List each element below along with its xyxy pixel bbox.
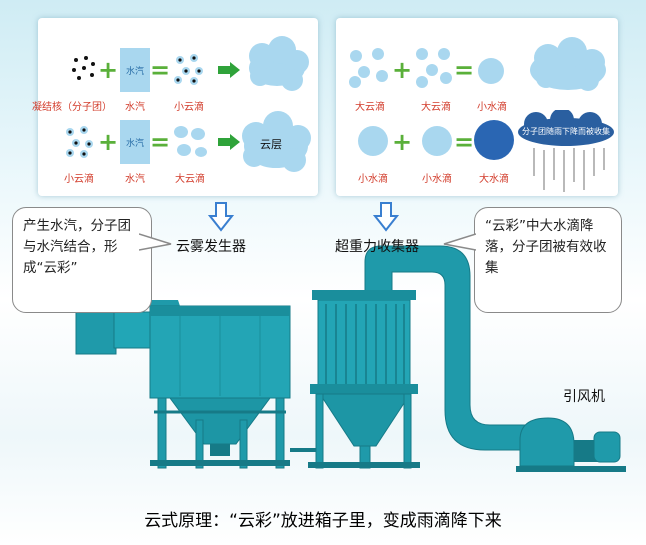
- left-callout: 产生水汽，分子团与水汽结合，形成“云彩”: [12, 207, 152, 313]
- right-callout-text: “云彩”中大水滴降落，分子团被有效收集: [485, 218, 607, 276]
- label-small-cloud-drop: 小云滴: [64, 174, 94, 185]
- green-arrow-icon: [218, 62, 240, 78]
- super-gravity-collector: [308, 290, 420, 469]
- small-cloud-drops-icon: [66, 126, 93, 158]
- label-small-water-drop: 小水滴: [477, 102, 507, 113]
- plus-sign: +: [391, 128, 413, 156]
- small-water-drop-icon: [422, 126, 452, 156]
- induced-draft-fan: [516, 417, 626, 472]
- fan-label: 引风机: [563, 389, 605, 405]
- raining-cloud-icon: [518, 110, 614, 192]
- equals-sign: =: [149, 56, 171, 84]
- caption: 云式原理：“云彩”放进箱子里，变成雨滴降下来: [144, 511, 502, 531]
- label-small-water-drop: 小水滴: [422, 174, 452, 185]
- label-nuclei: 凝结核（分子团）: [32, 102, 112, 113]
- label-large-cloud-drop: 大云滴: [421, 102, 451, 113]
- rain-cloud-icon: [530, 37, 606, 91]
- plus-sign: +: [97, 56, 119, 84]
- equals-sign: =: [453, 56, 475, 84]
- label-big-water-drop: 大水滴: [479, 174, 509, 185]
- label-vapor: 水汽: [125, 174, 145, 185]
- cloud-generator-body: [75, 300, 291, 469]
- small-cloud-drops-icon: [174, 54, 203, 85]
- nuclei-dots-icon: [72, 56, 95, 80]
- exhaust-duct: [364, 245, 541, 451]
- down-arrow-icon: [373, 202, 399, 232]
- large-cloud-drops-icon: [416, 48, 452, 88]
- vapor-box: 水汽: [120, 120, 150, 164]
- label-large-cloud-drop: 大云滴: [355, 102, 385, 113]
- cloud-layer-icon: [242, 111, 311, 172]
- small-water-drop-icon: [478, 58, 504, 84]
- callout-pointer: [139, 233, 172, 251]
- large-cloud-drops-icon: [349, 48, 388, 88]
- green-arrow-icon: [218, 134, 240, 150]
- vapor-box: 水汽: [120, 48, 150, 92]
- label-small-water-drop: 小水滴: [358, 174, 388, 185]
- cloud-layer-label: 云层: [260, 138, 282, 151]
- plus-sign: +: [391, 56, 413, 84]
- callout-pointer: [443, 233, 476, 251]
- rain-cloud-label: 分子团随雨下降而被收集: [522, 127, 610, 136]
- label-large-cloud-drop: 大云滴: [175, 174, 205, 185]
- small-water-drop-icon: [358, 126, 388, 156]
- right-panel: + = 大云滴 大云滴 小水滴 + = 分子团随雨下降而被收集: [336, 18, 618, 196]
- label-vapor: 水汽: [125, 102, 145, 113]
- equals-sign: =: [453, 128, 475, 156]
- super-gravity-collector-label: 超重力收集器: [335, 239, 419, 255]
- equals-sign: =: [149, 128, 171, 156]
- right-callout: “云彩”中大水滴降落，分子团被有效收集: [474, 207, 622, 313]
- down-arrow-icon: [208, 202, 234, 232]
- left-callout-text: 产生水汽，分子团与水汽结合，形成“云彩”: [23, 218, 131, 276]
- cloud-generator-label: 云雾发生器: [176, 239, 246, 255]
- cloud-icon: [249, 36, 309, 91]
- big-water-drop-icon: [474, 120, 514, 160]
- label-small-cloud-drop: 小云滴: [174, 102, 204, 113]
- plus-sign: +: [97, 128, 119, 156]
- left-panel: + 水汽 = 凝结核（分子团） 水汽 小云滴 + 水汽 =: [32, 18, 318, 196]
- large-cloud-drops-icon: [174, 126, 207, 157]
